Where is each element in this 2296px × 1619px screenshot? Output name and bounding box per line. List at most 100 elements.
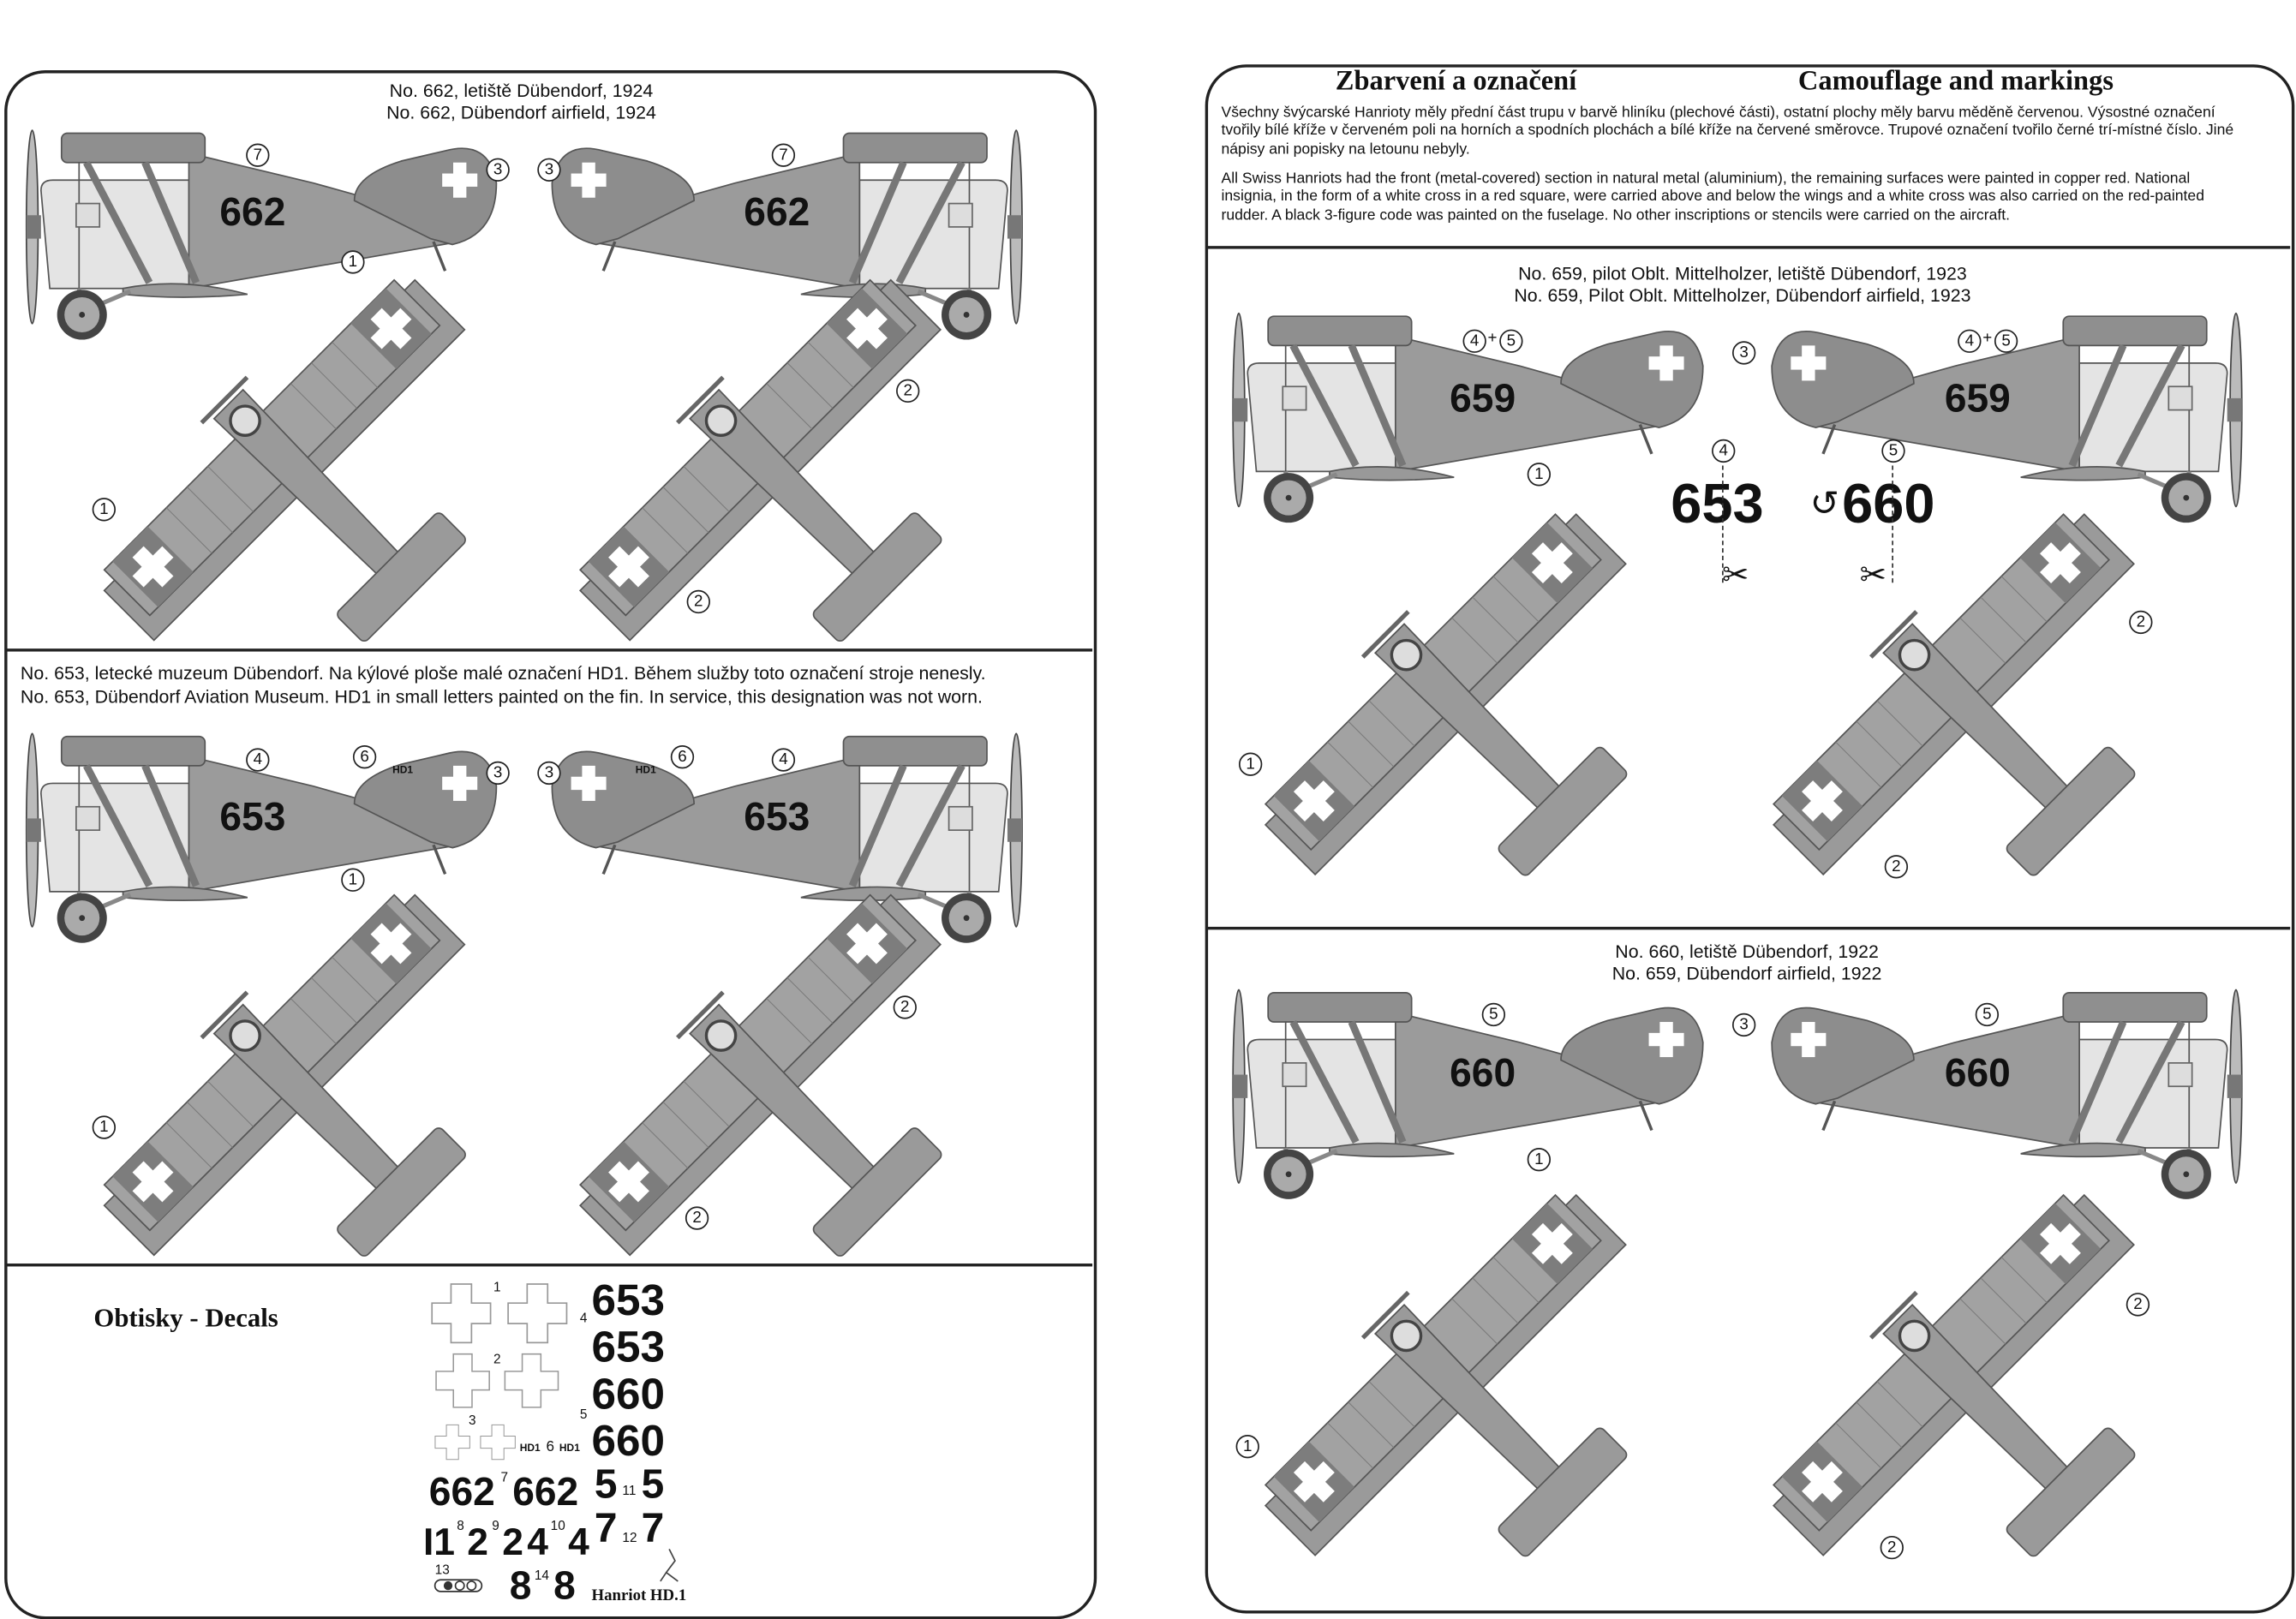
callout: 4: [1462, 329, 1486, 353]
callout: 5: [1975, 1002, 2000, 1027]
callout: 7: [246, 143, 270, 167]
decal-2: 2: [502, 1520, 523, 1564]
decal-label: 7: [500, 1470, 509, 1485]
callout: 5: [1499, 329, 1523, 353]
decal-660: 660: [591, 1417, 666, 1466]
callout: 6: [352, 744, 377, 769]
callout: 1: [92, 498, 117, 522]
callout: 2: [893, 995, 917, 1019]
callout: 5: [1481, 1002, 1506, 1027]
decal-4: 4: [568, 1520, 589, 1564]
fuselage-code: 653: [219, 795, 286, 839]
description-en: All Swiss Hanriots had the front (metal-…: [1221, 170, 2204, 224]
decal-8: 8: [553, 1563, 576, 1608]
decal-cross: [505, 1281, 570, 1346]
callout: 1: [92, 1115, 117, 1139]
fuselage-code: 653: [744, 795, 810, 839]
decal-1: I1: [422, 1520, 456, 1564]
scissors-icon: ✂: [1722, 556, 1749, 594]
callout: 2: [685, 1206, 709, 1230]
divider: [1206, 246, 2291, 249]
decal-label: 14: [534, 1568, 549, 1583]
callout: 5: [1881, 439, 1905, 463]
decal-label: 3: [468, 1413, 476, 1428]
decal-653: 653: [591, 1276, 666, 1325]
caption-cz: No. 653, letecké muzeum Dübendorf. Na ký…: [20, 663, 986, 684]
decal-7: 7: [641, 1505, 665, 1551]
bottom-view: [556, 256, 951, 651]
callout: 2: [686, 589, 710, 614]
decal-cross: [479, 1423, 517, 1461]
callout: 5: [1994, 329, 2018, 353]
decal-label: 6: [546, 1439, 555, 1455]
caption-en: No. 653, Dübendorf Aviation Museum. HD1 …: [20, 686, 983, 708]
caption-cz: No. 660, letiště Dübendorf, 1922: [1615, 941, 1879, 962]
title-en: Camouflage and markings: [1797, 65, 2114, 97]
decal-cross: [502, 1352, 560, 1410]
callout: 1: [1235, 1435, 1259, 1459]
callout: 1: [341, 250, 365, 274]
fuselage-code: 659: [1450, 376, 1516, 421]
callout: 3: [537, 761, 561, 786]
callout: 2: [2126, 1293, 2150, 1317]
decal-5: 5: [594, 1461, 618, 1507]
decal-662: 662: [428, 1470, 495, 1514]
plus-sign: +: [1487, 329, 1498, 348]
cut-line: [1892, 465, 1893, 583]
callout: 2: [896, 379, 920, 403]
callout: 4: [1958, 329, 1982, 353]
decal-label: 8: [457, 1518, 464, 1533]
top-view: [1241, 491, 1636, 886]
decals-title: Obtisky - Decals: [93, 1303, 278, 1333]
divider: [5, 1264, 1093, 1267]
replacement-code-660: 660: [1842, 474, 1935, 536]
bottom-view: [556, 871, 951, 1266]
decal-label: 9: [492, 1518, 499, 1533]
decal-hd1: HD1: [559, 1443, 580, 1455]
rotate-arrow-icon: ↺: [1809, 484, 1839, 524]
decal-label: 1: [493, 1279, 501, 1294]
decal-5: 5: [641, 1461, 665, 1507]
decal-660: 660: [591, 1370, 666, 1419]
top-view: [1241, 1171, 1636, 1566]
decal-label: 10: [550, 1518, 565, 1533]
caption-cz: No. 662, letiště Dübendorf, 1924: [389, 81, 654, 101]
decal-label: 13: [434, 1562, 450, 1577]
decal-7: 7: [594, 1505, 618, 1551]
instrument-panel-decal: [433, 1579, 483, 1592]
decal-653: 653: [591, 1323, 666, 1372]
fuselage-code: 662: [219, 190, 286, 235]
bottom-view: [1749, 491, 2144, 886]
callout: 4: [771, 748, 796, 772]
decal-cross: [429, 1281, 493, 1346]
scissors-icon: ✂: [1859, 556, 1887, 594]
callout: 1: [1238, 752, 1263, 776]
caption-en: No. 659, Dübendorf airfield, 1922: [1611, 963, 1882, 984]
decal-label: 11: [622, 1483, 637, 1498]
description-cz: Všechny švýcarské Hanrioty měly přední č…: [1221, 105, 2234, 158]
callout: 3: [486, 761, 510, 786]
callout: 4: [1712, 439, 1736, 463]
callout: 3: [537, 158, 561, 182]
divider: [1206, 926, 2291, 930]
callout: 4: [246, 748, 270, 772]
caption-en: No. 659, Pilot Oblt. Mittelholzer, Düben…: [1514, 285, 1971, 307]
callout: 3: [1731, 341, 1756, 365]
top-view: [81, 256, 475, 651]
product-name: Hanriot HD.1: [591, 1586, 687, 1605]
title-cz: Zbarvení a označení: [1335, 65, 1577, 97]
callout: 3: [486, 158, 510, 182]
callout: 2: [1880, 1535, 1904, 1560]
callout: 6: [670, 744, 695, 769]
callout: 3: [1731, 1013, 1756, 1037]
callout: 2: [2129, 610, 2153, 635]
decal-662: 662: [512, 1470, 579, 1514]
decal-cross: [433, 1423, 471, 1461]
decal-cross: [433, 1352, 492, 1410]
bottom-view: [1749, 1171, 2144, 1566]
decal-label: 4: [579, 1310, 588, 1325]
caption-en: No. 662, Dübendorf airfield, 1924: [386, 102, 656, 123]
callout: 1: [1527, 463, 1552, 487]
replacement-code-653: 653: [1671, 474, 1764, 536]
cut-line: [1722, 465, 1724, 583]
